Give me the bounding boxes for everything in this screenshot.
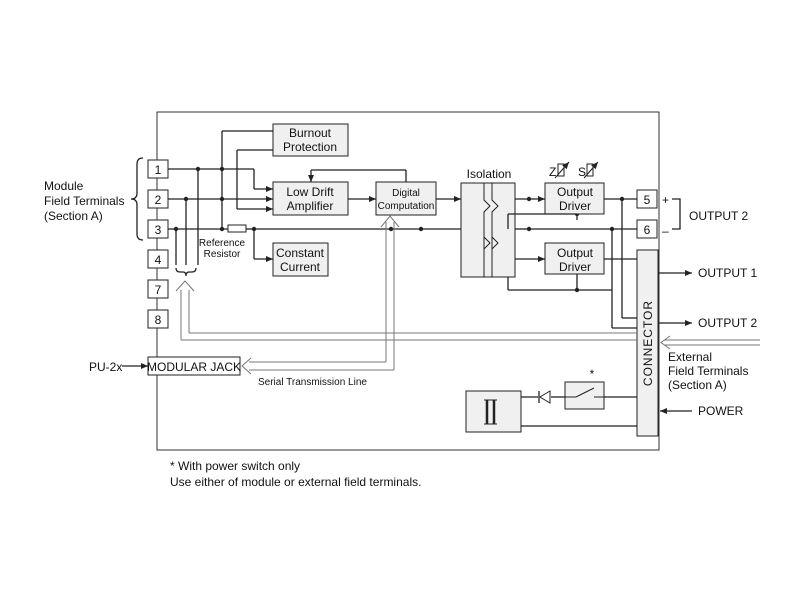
switch-icon: [565, 387, 604, 398]
modular-jack-label: MODULAR JACK: [147, 360, 241, 374]
svg-text:Amplifier: Amplifier: [287, 199, 334, 213]
svg-text:S: S: [578, 165, 586, 179]
reference-resistor: [227, 224, 247, 233]
connector-label: CONNECTOR: [641, 300, 655, 386]
external-terminals-label: External Field Terminals (Section A): [668, 350, 748, 392]
power-switch-block: [564, 381, 605, 410]
svg-text:Protection: Protection: [283, 140, 337, 154]
svg-text:Field Terminals: Field Terminals: [668, 364, 748, 378]
output-wiring: [507, 196, 637, 329]
terminal-brace: [130, 157, 144, 241]
svg-text:Reference: Reference: [199, 238, 246, 249]
terminal-label: 2: [155, 193, 162, 207]
digital-computation-block: [375, 181, 437, 216]
svg-text:Low Drift: Low Drift: [286, 185, 334, 199]
serial-line-label: Serial Transmission Line: [258, 377, 367, 388]
note-terminals: Use either of module or external field t…: [170, 475, 421, 489]
transformer-icon: [484, 399, 497, 425]
svg-text:Output: Output: [557, 185, 594, 199]
power-label: POWER: [698, 404, 744, 418]
terminal-block: 1 2 3 4 7 8: [147, 159, 169, 329]
output2-top-label: OUTPUT 2: [689, 209, 748, 223]
output2-bracket: [672, 198, 681, 230]
external-terminals-arrow: [660, 335, 760, 350]
terminal-label: 1: [155, 163, 162, 177]
svg-text:External: External: [668, 350, 712, 364]
svg-text:Driver: Driver: [559, 199, 591, 213]
svg-text:Current: Current: [280, 260, 321, 274]
terminal-label: 7: [155, 283, 162, 297]
junction-dots: [173, 166, 625, 293]
low-drift-amplifier-block: [272, 181, 349, 216]
svg-text:–: –: [662, 224, 669, 238]
output2-label: OUTPUT 2: [698, 316, 757, 330]
svg-text:Field Terminals: Field Terminals: [44, 194, 124, 208]
terminal-label: 8: [155, 313, 162, 327]
diode-icon: [538, 390, 551, 404]
constant-current-block: [272, 242, 329, 277]
output-terminals: 5 6 + –: [636, 189, 669, 239]
switch-asterisk: *: [590, 367, 595, 381]
power-wiring: [521, 396, 637, 427]
note-power-switch: * With power switch only: [170, 459, 300, 473]
pu2x-label: PU-2x: [89, 360, 122, 374]
svg-text:Burnout: Burnout: [289, 126, 332, 140]
connector-block: [636, 249, 659, 437]
terminal-label: 3: [155, 223, 162, 237]
serial-transmission-line: [241, 215, 400, 375]
isolation-barrier: [460, 182, 516, 278]
svg-text:Module: Module: [44, 179, 84, 193]
svg-text:5: 5: [644, 193, 651, 207]
module-terminals-label: Module Field Terminals (Section A): [44, 179, 124, 223]
svg-text:Digital: Digital: [392, 188, 420, 199]
svg-text:+: +: [662, 193, 669, 207]
svg-text:Z: Z: [549, 165, 556, 179]
svg-text:(Section A): (Section A): [44, 209, 103, 223]
external-feed-line: [175, 280, 637, 341]
terminal-label: 4: [155, 253, 162, 267]
zero-span-adjust-icon: Z S: [549, 161, 599, 179]
isolation-label: Isolation: [467, 167, 512, 181]
svg-text:6: 6: [644, 223, 651, 237]
svg-text:Resistor: Resistor: [204, 249, 241, 260]
reference-resistor-label: Reference Resistor: [199, 238, 246, 260]
svg-text:Driver: Driver: [559, 260, 591, 274]
svg-text:(Section A): (Section A): [668, 378, 727, 392]
output1-label: OUTPUT 1: [698, 266, 757, 280]
svg-text:Constant: Constant: [276, 246, 325, 260]
small-brace: [175, 267, 197, 277]
svg-text:Output: Output: [557, 246, 594, 260]
svg-text:Computation: Computation: [378, 201, 435, 212]
burnout-protection-block: [272, 123, 349, 157]
